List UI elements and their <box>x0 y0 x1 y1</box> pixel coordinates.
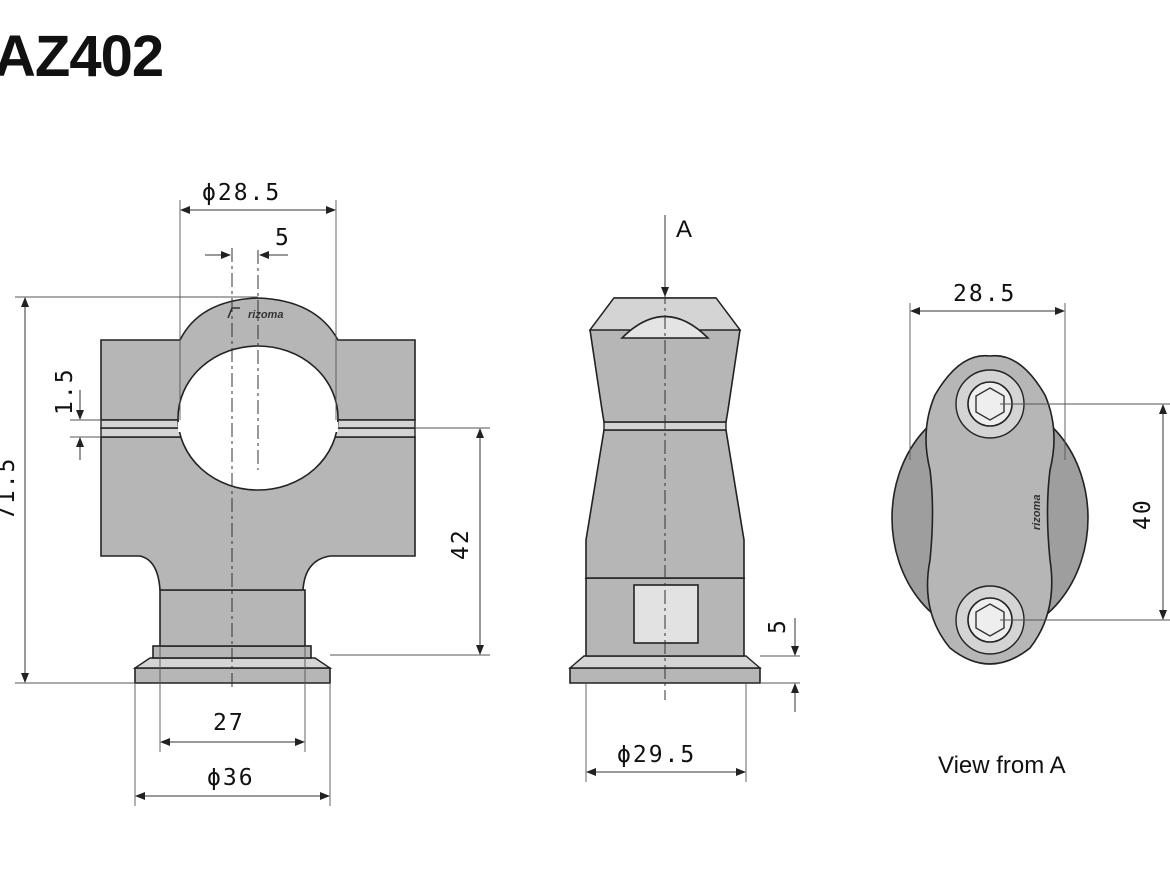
side-view <box>568 290 762 700</box>
top-dimensions: 28.5 40 View from A <box>909 281 1170 779</box>
dim-offset: 5 <box>275 225 291 251</box>
view-a-marker: A <box>676 216 692 243</box>
dim-gap: 1.5 <box>52 367 78 415</box>
view-caption: View from A <box>938 752 1066 779</box>
dim-top-width: 28.5 <box>953 281 1016 307</box>
front-dimensions: ϕ28.5 5 71.5 1.5 42 27 ϕ36 <box>0 180 490 806</box>
dim-side-base-diameter: ϕ29.5 <box>617 742 696 768</box>
front-logo: rizoma <box>248 309 283 321</box>
side-dimensions: A 5 ϕ29.5 <box>585 215 800 782</box>
dim-lower-height: 42 <box>448 528 474 560</box>
dim-top-height: 40 <box>1130 498 1156 530</box>
drawing-title: AZ402 <box>0 24 163 89</box>
dim-total-height: 71.5 <box>0 457 20 520</box>
front-view: rizoma <box>100 248 416 690</box>
dim-base-inner: 27 <box>213 710 245 736</box>
dim-side-base-height: 5 <box>765 618 791 634</box>
top-view: rizoma <box>891 354 1089 665</box>
dim-base-diameter: ϕ36 <box>207 765 255 791</box>
dim-top-diameter: ϕ28.5 <box>202 180 281 206</box>
top-logo: rizoma <box>1031 495 1043 530</box>
